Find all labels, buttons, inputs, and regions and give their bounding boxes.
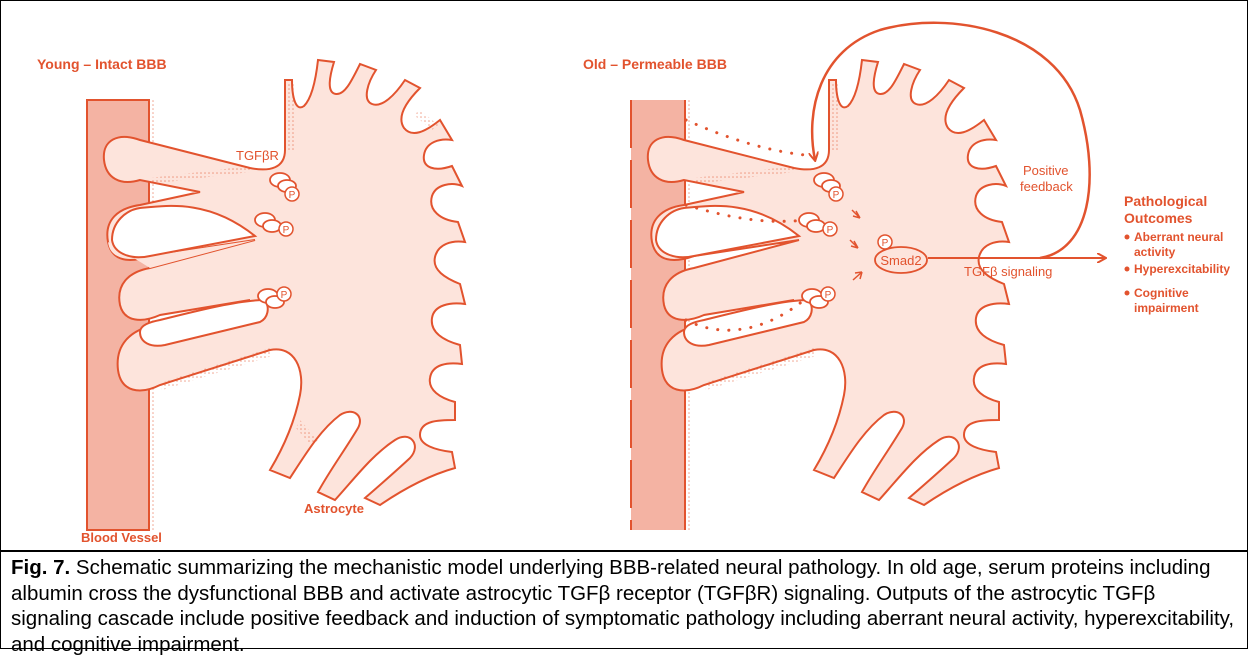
astrocyte-young xyxy=(104,60,465,505)
pathological-outcomes: Pathological Outcomes Aberrant neural ac… xyxy=(1124,193,1230,315)
phospho-label: P xyxy=(882,238,889,249)
outcomes-title-2: Outcomes xyxy=(1124,210,1193,226)
schematic-diagram: Young – Intact BBB P P P TGFβR Blood Ves… xyxy=(0,0,1250,550)
figure-caption: Fig. 7. Schematic summarizing the mechan… xyxy=(11,555,1237,657)
tgfbr-label: TGFβR xyxy=(236,148,279,163)
phospho-label: P xyxy=(283,225,290,236)
phospho-label: P xyxy=(827,225,834,236)
caption-label: Fig. 7. xyxy=(11,556,70,579)
caption-text: Schematic summarizing the mechanistic mo… xyxy=(11,556,1234,656)
phospho-label: P xyxy=(833,190,840,201)
astrocyte-old xyxy=(648,60,1009,505)
young-panel-title: Young – Intact BBB xyxy=(37,56,167,72)
positive-feedback-label-1: Positive xyxy=(1023,163,1069,178)
phospho-label: P xyxy=(281,290,288,301)
phospho-label: P xyxy=(825,290,832,301)
positive-feedback-label-2: feedback xyxy=(1020,179,1073,194)
smad2-label: Smad2 xyxy=(880,253,921,268)
outcome-item-3b: impairment xyxy=(1134,301,1199,315)
tgfb-signaling-label: TGFβ signaling xyxy=(964,264,1052,279)
outcome-item-1b: activity xyxy=(1134,245,1176,259)
outcome-item-2: Hyperexcitability xyxy=(1134,262,1230,276)
astrocyte-label: Astrocyte xyxy=(304,501,364,516)
outcomes-title-1: Pathological xyxy=(1124,193,1207,209)
blood-vessel-label: Blood Vessel xyxy=(81,530,162,545)
outcome-item-3a: Cognitive xyxy=(1134,286,1189,300)
phospho-label: P xyxy=(289,190,296,201)
outcome-item-1a: Aberrant neural xyxy=(1134,230,1223,244)
old-panel-title: Old – Permeable BBB xyxy=(583,56,727,72)
caption-box: Fig. 7. Schematic summarizing the mechan… xyxy=(0,550,1248,649)
